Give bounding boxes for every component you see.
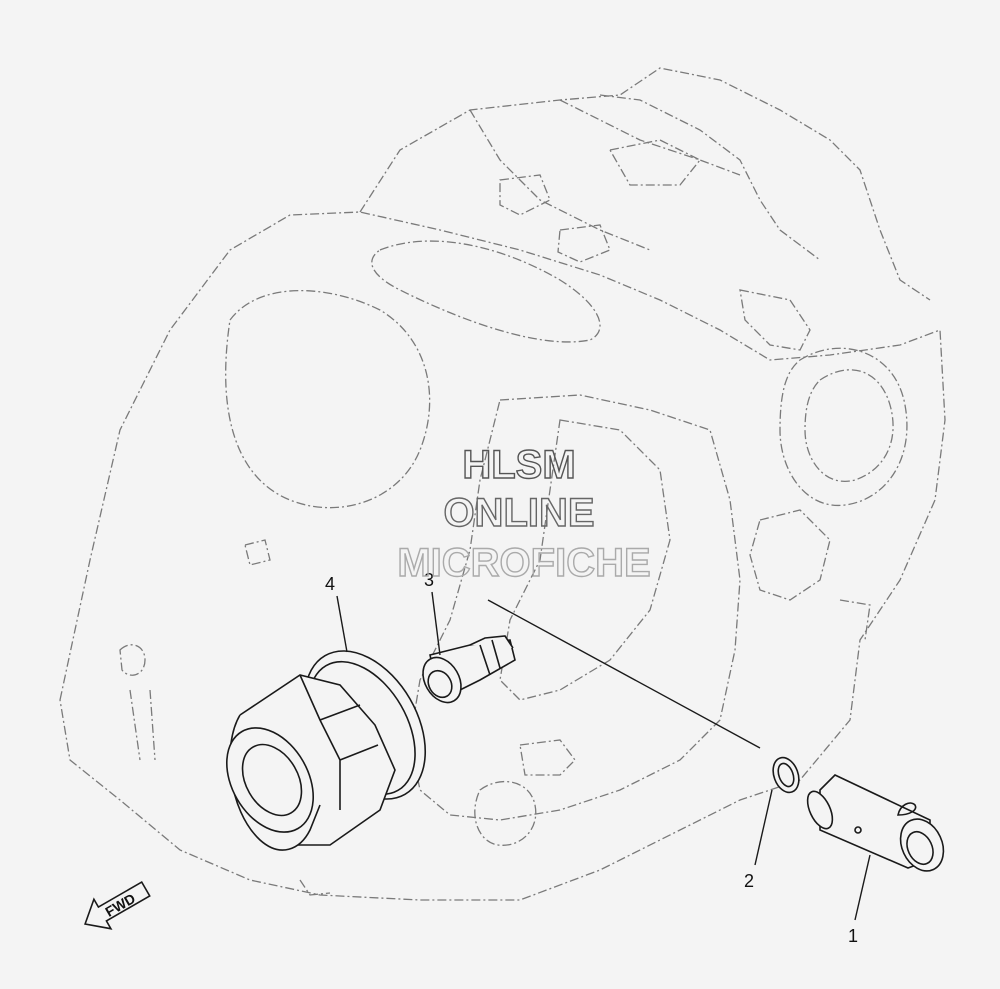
oil-delivery-pipe — [806, 774, 945, 872]
watermark-line-1: HLSM — [462, 443, 575, 487]
callout-leader-1 — [854, 854, 871, 921]
o-ring — [772, 756, 800, 794]
callout-leader-3 — [431, 591, 441, 656]
callout-number-1: 1 — [848, 926, 858, 946]
callout-number-4: 4 — [325, 574, 335, 594]
callout-leader-4 — [336, 595, 348, 653]
oil-filter-cartridge — [225, 650, 427, 851]
watermark-line-2: ONLINE — [443, 491, 594, 535]
callout-number-2: 2 — [744, 871, 754, 891]
watermark: HLSM ONLINE MICROFICHE — [397, 442, 652, 585]
crankcase-housing — [59, 67, 946, 901]
forward-direction-arrow: FWD — [84, 880, 151, 930]
assembly-axis-line — [487, 599, 761, 749]
callout-leader-2 — [754, 789, 773, 866]
union-bolt — [422, 635, 516, 704]
watermark-line-3: MICROFICHE — [397, 541, 650, 585]
callout-number-3: 3 — [424, 570, 434, 590]
